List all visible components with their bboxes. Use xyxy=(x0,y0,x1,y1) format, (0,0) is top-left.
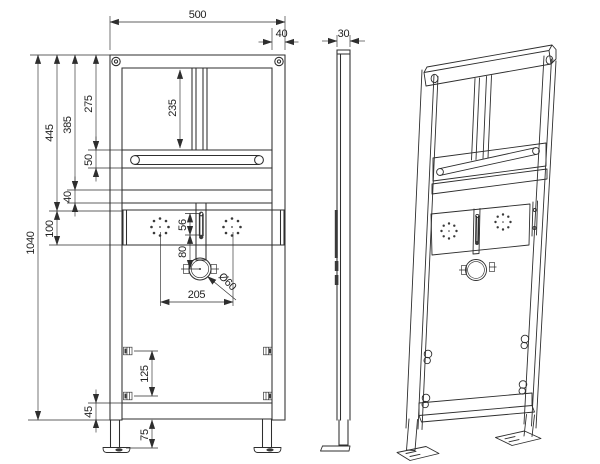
dim-30-label: 30 xyxy=(338,28,350,40)
pipe-clamp xyxy=(181,257,219,281)
corner-screw-left xyxy=(111,56,121,67)
front-frame-outline xyxy=(102,54,286,453)
slotted-rail xyxy=(121,149,273,169)
anchor-bolts xyxy=(123,346,273,401)
center-struts xyxy=(191,67,208,151)
dim-1040-label: 1040 xyxy=(25,231,37,254)
dim-40-rail-label: 40 xyxy=(62,191,74,203)
dim-56-label: 56 xyxy=(177,219,189,231)
dim-75-label: 75 xyxy=(139,429,151,441)
dim-50-label: 50 xyxy=(83,154,95,166)
side-dimensions: 30 xyxy=(322,28,365,47)
side-bracket-edge xyxy=(334,210,338,258)
dim-pipe-diameter-label: Ø60 xyxy=(216,271,239,294)
dim-80-label: 80 xyxy=(177,246,189,258)
perspective-view xyxy=(396,44,557,461)
hole-pattern-right xyxy=(222,217,242,237)
dim-385-label: 385 xyxy=(62,116,74,134)
dim-45-label: 45 xyxy=(83,406,95,418)
dim-125-label: 125 xyxy=(139,365,151,383)
mounting-panel xyxy=(122,209,285,246)
hole-pattern-left xyxy=(150,217,170,237)
perspective-pipe-clamp xyxy=(459,259,497,281)
perspective-struts xyxy=(471,75,492,161)
dim-445-label: 445 xyxy=(44,124,56,142)
perspective-right-rail xyxy=(523,55,557,429)
perspective-feet xyxy=(396,414,542,461)
dim-275-label: 275 xyxy=(83,95,95,113)
perspective-hole-pattern-right xyxy=(494,213,512,231)
perspective-middle-rail xyxy=(431,168,548,195)
side-foot xyxy=(320,419,351,452)
perspective-panel xyxy=(430,200,538,281)
middle-rail xyxy=(121,189,273,204)
perspective-adjustment-bracket xyxy=(472,208,481,255)
perspective-top-bar xyxy=(423,44,557,87)
perspective-hole-pattern-left xyxy=(440,222,458,240)
adjustment-bracket xyxy=(195,202,207,261)
feet xyxy=(102,419,282,453)
dim-500-label: 500 xyxy=(189,9,207,21)
perspective-bottom-rail xyxy=(418,392,535,423)
dim-100-label: 100 xyxy=(44,220,56,238)
front-view: 500 40 1040 445 385 275 50 40 100 235 56… xyxy=(25,9,299,453)
front-dimensions: 500 40 1040 445 385 275 50 40 100 235 56… xyxy=(25,9,299,449)
perspective-slotted-rail xyxy=(432,142,547,182)
perspective-anchor-bolts xyxy=(421,334,530,409)
side-view: 30 xyxy=(320,28,365,452)
dim-235-label: 235 xyxy=(167,99,179,117)
perspective-left-rail xyxy=(405,69,439,430)
bottom-rail xyxy=(121,402,273,420)
dim-205-label: 205 xyxy=(188,289,206,301)
dim-40-top-label: 40 xyxy=(276,28,288,40)
side-profile xyxy=(320,49,351,452)
corner-screw-right xyxy=(274,56,284,67)
